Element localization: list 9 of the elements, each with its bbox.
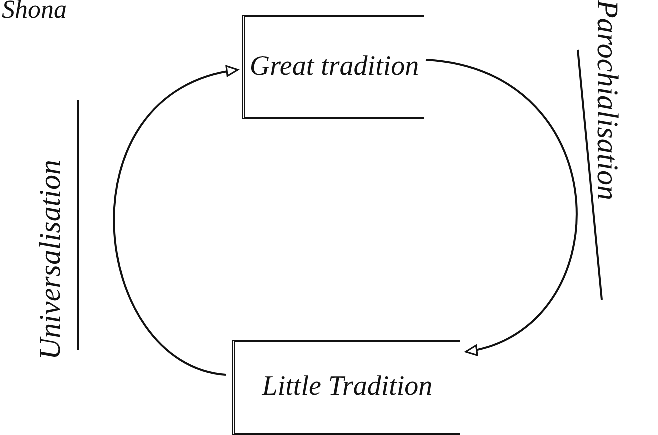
curved-arrow xyxy=(426,59,578,355)
curved-arrow xyxy=(113,67,239,376)
side-label: Universalisation xyxy=(34,159,68,360)
node-label: Great tradition xyxy=(250,52,420,82)
node-label: Little Tradition xyxy=(262,372,433,403)
cut-off-word: Shona xyxy=(2,0,67,25)
tradition-box xyxy=(232,340,460,435)
side-label: Parochialisation xyxy=(590,0,624,203)
tradition-box xyxy=(242,15,424,119)
